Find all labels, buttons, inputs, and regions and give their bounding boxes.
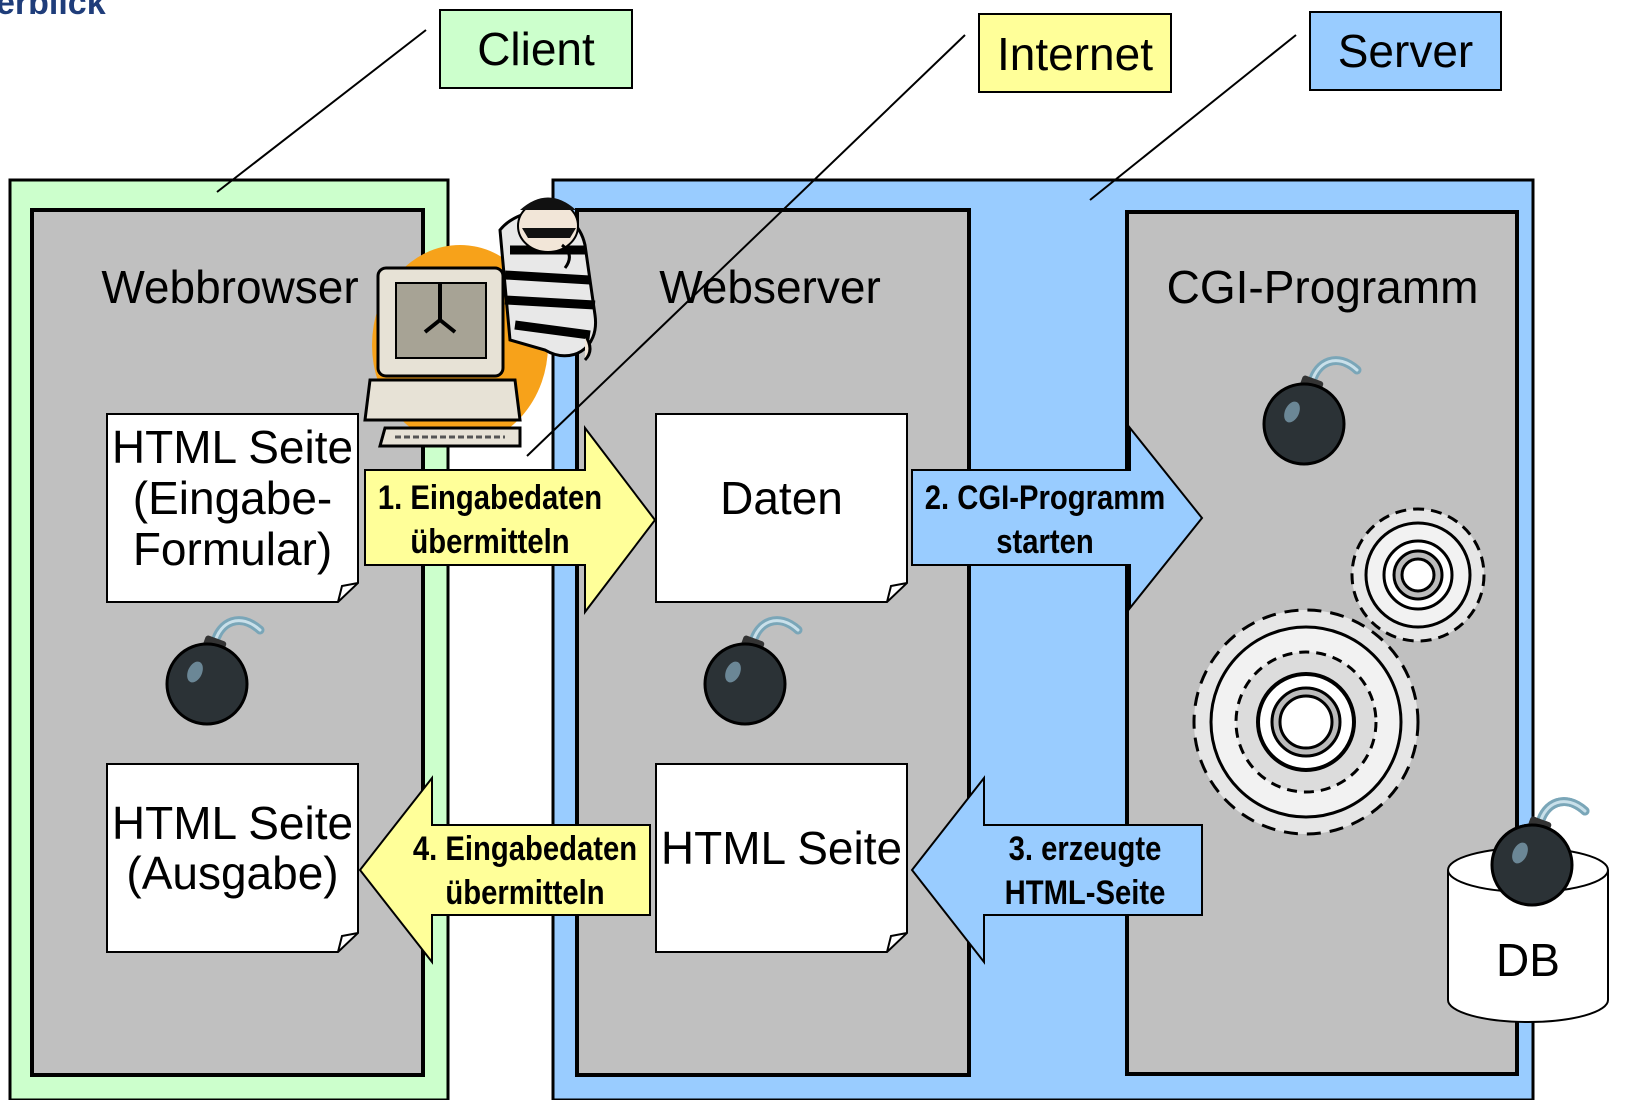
step4-line2: übermitteln [445, 874, 605, 912]
input-page-line3: Formular) [132, 523, 333, 575]
output-page-line1: HTML Seite [111, 797, 354, 849]
client-label: Client [477, 23, 595, 75]
slide-title: erblick [0, 0, 106, 22]
step3-line2: HTML-Seite [1004, 874, 1166, 912]
cgi-label: CGI-Programm [1166, 261, 1479, 313]
client-label-box [439, 9, 633, 89]
step2-line1: 2. CGI-Programm [924, 479, 1166, 517]
output-page-doc [106, 763, 359, 953]
internet-label-box [978, 13, 1172, 93]
arrow-step2 [911, 425, 1204, 611]
step4-line1: 4. Eingabedaten [412, 830, 638, 868]
server-page-label: HTML Seite [660, 822, 903, 874]
step1-line2: übermitteln [410, 523, 570, 561]
arrow-step4 [358, 775, 651, 965]
step1-line1: 1. Eingabedaten [377, 479, 603, 517]
data-doc [655, 413, 908, 603]
arrow-step1 [364, 425, 657, 615]
webserver-label: Webserver [659, 261, 881, 313]
hacker-computer-icon [363, 197, 597, 448]
input-page-line1: HTML Seite [111, 421, 354, 473]
internet-label: Internet [997, 28, 1153, 80]
data-label: Daten [720, 472, 843, 524]
server-label-box [1309, 11, 1502, 91]
step2-line2: starten [996, 523, 1094, 561]
server-label: Server [1337, 25, 1474, 77]
step3-line1: 3. erzeugte [1008, 830, 1162, 868]
gears-icon [1192, 507, 1486, 836]
input-page-line2: (Eingabe- [132, 472, 333, 524]
input-page-doc [106, 413, 359, 603]
output-page-line2: (Ausgabe) [126, 847, 339, 899]
arrow-step3 [910, 775, 1203, 965]
server-page-doc [655, 763, 908, 953]
db-label: DB [1496, 934, 1560, 986]
webbrowser-label: Webbrowser [101, 261, 359, 313]
